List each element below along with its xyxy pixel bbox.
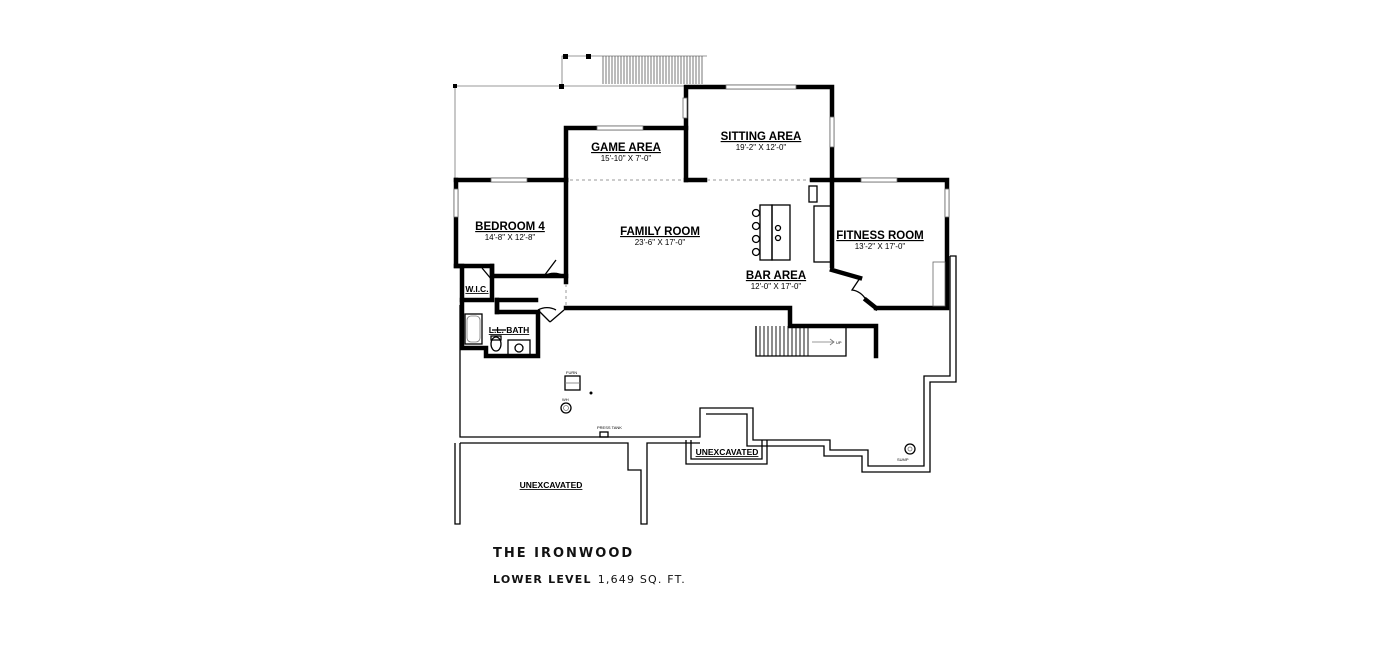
bath-fixtures [464,313,531,356]
stairs-up-label: UP [836,340,842,345]
windows [453,84,950,307]
level-area: 1,649 SQ. FT. [597,573,686,586]
fitness-room-name: FITNESS ROOM [836,230,924,242]
plan-title: THE IRONWOOD [493,546,635,561]
sitting-area-name: SITTING AREA [721,131,802,143]
open-plan-dividers [565,179,810,306]
deck-outline [453,54,707,180]
room-labels: GAME AREA 15'-10" X 7'-0" SITTING AREA 1… [465,131,923,490]
interior-stairs: UP [755,326,847,357]
bar-island [751,185,833,263]
level-name: LOWER LEVEL [493,573,592,586]
game-area-dims: 15'-10" X 7'-0" [601,154,652,163]
bar-area-dims: 12'-0" X 17'-0" [751,282,802,291]
family-room-name: FAMILY ROOM [620,226,700,238]
sitting-area-dims: 19'-2" X 12'-0" [736,143,787,152]
wic-name: W.I.C. [465,284,488,294]
fitness-room-dims: 13'-2" X 17'-0" [855,242,906,251]
unexcavated-label-left: UNEXCAVATED [520,480,583,490]
unexcavated-label-right: UNEXCAVATED [696,447,759,457]
mechanical: FURN WH PRESS TANK SUMP [560,370,916,462]
plan-caption: THE IRONWOOD LOWER LEVEL 1,649 SQ. FT. [493,546,686,586]
doors [481,259,867,323]
bedroom-4-name: BEDROOM 4 [475,221,545,233]
water-heater-label: WH [562,397,569,402]
pressure-tank-label: PRESS TANK [597,425,622,430]
bar-area-name: BAR AREA [746,270,806,282]
game-area-name: GAME AREA [591,142,661,154]
furnace-label: FURN [566,370,577,375]
bedroom-4-dims: 14'-8" X 12'-8" [485,233,536,242]
floor-plan: UP FURN WH PRESS TANK SUMP GAME AREA 15'… [453,54,957,525]
level-line: LOWER LEVEL 1,649 SQ. FT. [493,573,686,586]
ll-bath-name: L.L. BATH [489,325,529,335]
foundation-outline [454,255,957,525]
sump-label: SUMP [897,457,909,462]
family-room-dims: 23'-6" X 17'-0" [635,238,686,247]
deck-stairs [602,56,703,84]
